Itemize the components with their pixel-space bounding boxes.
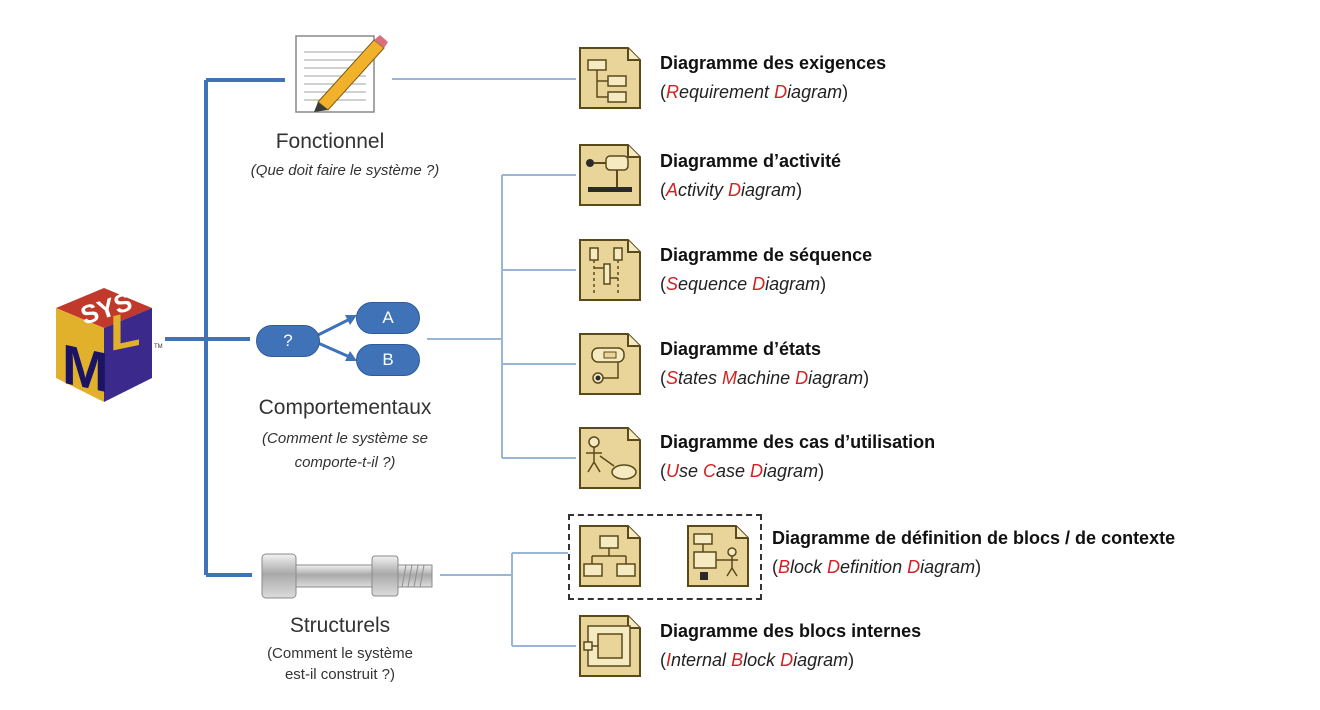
- diagram-subtitle-states: (States Machine Diagram): [660, 368, 870, 388]
- diagram-title-sequence: Diagramme de séquence: [660, 245, 873, 265]
- decision-node: ?: [256, 325, 320, 357]
- category-title-behavioural: Comportementaux: [258, 396, 432, 419]
- diagram-title-requirement: Diagramme des exigences: [660, 53, 887, 73]
- sequence-diagram-icon: [579, 239, 641, 301]
- category-subtitle-behavioural-line2: comporte-t-il ?): [294, 454, 396, 471]
- category-subtitle-structural-line2: est-il construit ?): [284, 666, 396, 683]
- diagram-title-use-case: Diagramme des cas d’utilisation: [660, 432, 936, 452]
- diagram-title-block-definition: Diagramme de définition de blocs / de co…: [772, 528, 1176, 548]
- flow-option-a: A: [356, 302, 420, 334]
- diagram-subtitle-block-definition: (Block Definition Diagram): [772, 557, 982, 577]
- diagram-subtitle-use-case: (Use Case Diagram): [660, 461, 825, 481]
- svg-text:TM: TM: [154, 344, 163, 350]
- bdd-group-frame: [568, 514, 762, 600]
- requirement-diagram-icon: [579, 47, 641, 109]
- block-definition-diagram-icon: [579, 525, 641, 587]
- diagram-subtitle-internal-block: (Internal Block Diagram): [660, 650, 855, 670]
- diagram-subtitle-requirement: (Requirement Diagram): [660, 82, 849, 102]
- svg-text:L: L: [110, 299, 141, 362]
- context-diagram-icon: [687, 525, 749, 587]
- diagram-title-activity: Diagramme d’activité: [660, 151, 842, 171]
- use-case-diagram-icon: [579, 427, 641, 489]
- activity-diagram-icon: [579, 144, 641, 206]
- category-subtitle-functional: (Que doit faire le système ?): [250, 162, 440, 179]
- sysml-logo: SYS M L TM: [56, 286, 163, 404]
- svg-text:M: M: [62, 332, 109, 404]
- state-machine-diagram-icon: [579, 333, 641, 395]
- category-subtitle-structural-line1: (Comment le système: [267, 645, 413, 662]
- internal-block-diagram-icon: [579, 615, 641, 677]
- category-subtitle-behavioural-line1: (Comment le système se: [262, 430, 428, 447]
- diagram-title-internal-block: Diagramme des blocs internes: [660, 621, 922, 641]
- diagram-subtitle-sequence: (Sequence Diagram): [660, 274, 827, 294]
- flow-option-b: B: [356, 344, 420, 376]
- pencil-on-paper-icon: [295, 35, 388, 113]
- category-title-structural: Structurels: [289, 614, 391, 637]
- bolt-and-nut-icon: [261, 553, 433, 599]
- diagram-subtitle-activity: (Activity Diagram): [660, 180, 803, 200]
- category-title-functional: Fonctionnel: [275, 130, 385, 153]
- diagram-title-states: Diagramme d’états: [660, 339, 822, 359]
